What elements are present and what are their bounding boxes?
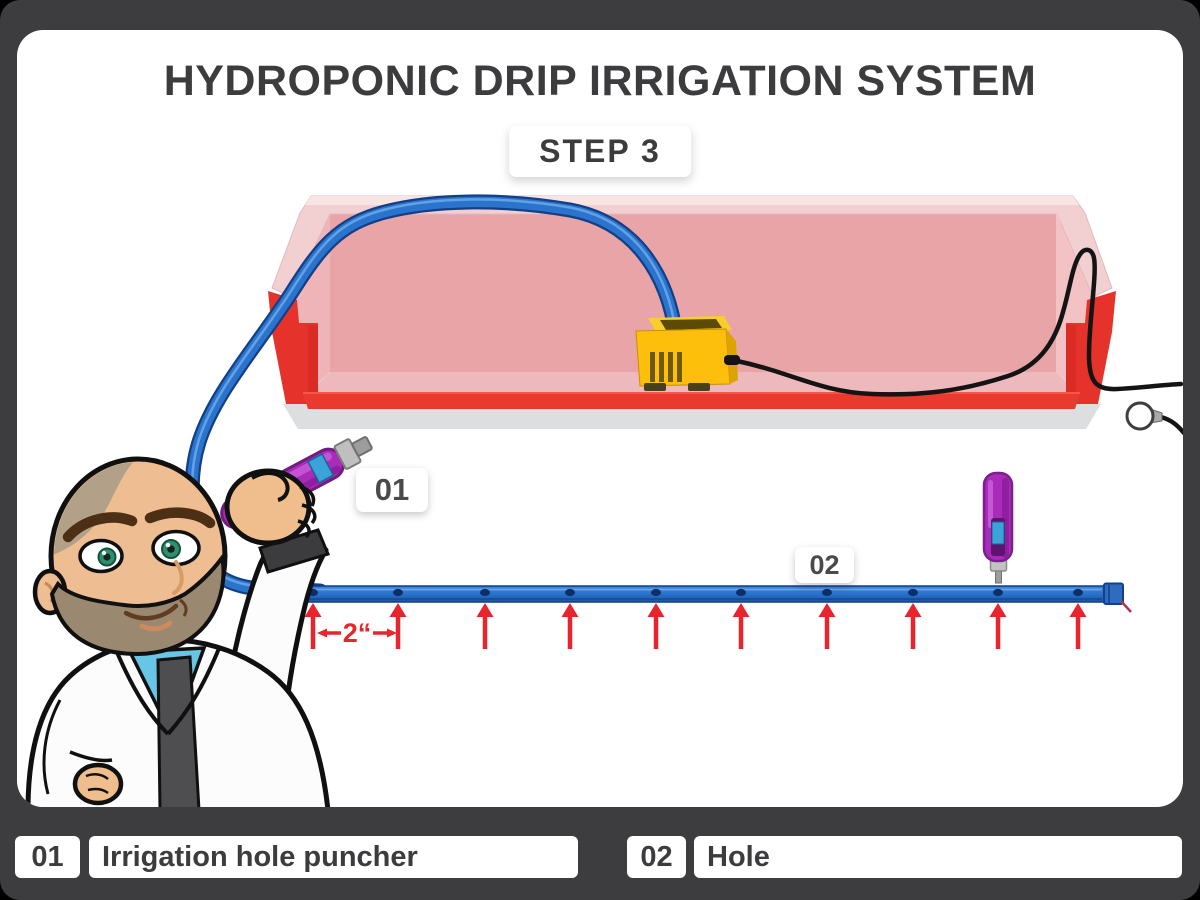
- instructor-character: [25, 436, 373, 807]
- callout-02-hole: 02: [795, 547, 854, 583]
- spacing-measurement: 2“: [317, 618, 397, 648]
- page-title: HYDROPONIC DRIP IRRIGATION SYSTEM: [163, 57, 1037, 105]
- illustration-canvas: 2“: [17, 30, 1183, 807]
- power-plug: [1125, 401, 1163, 431]
- legend-number-1: 01: [15, 836, 80, 878]
- legend-label-2: Hole: [694, 836, 1182, 878]
- hole-puncher-tool: [220, 436, 373, 546]
- standing-hole-puncher: [982, 471, 1014, 584]
- legend-bar: 01 Irrigation hole puncher 02 Hole: [0, 836, 1200, 878]
- drip-line-tube: [293, 582, 1132, 613]
- callout-01-puncher: 01: [356, 468, 428, 512]
- scene-illustration: 2“: [25, 194, 1183, 807]
- legend-label-1: Irrigation hole puncher: [89, 836, 578, 878]
- tube-end-cap: [1103, 582, 1124, 605]
- water-pump-illustration: [635, 316, 740, 391]
- spacing-label: 2“: [343, 618, 372, 648]
- tube-holes: [308, 588, 1083, 597]
- step-badge: STEP 3: [509, 126, 691, 177]
- reservoir-illustration: [268, 195, 1116, 429]
- spacing-arrows: [304, 603, 1087, 649]
- power-cord: [734, 247, 1183, 436]
- legend-number-2: 02: [627, 836, 686, 878]
